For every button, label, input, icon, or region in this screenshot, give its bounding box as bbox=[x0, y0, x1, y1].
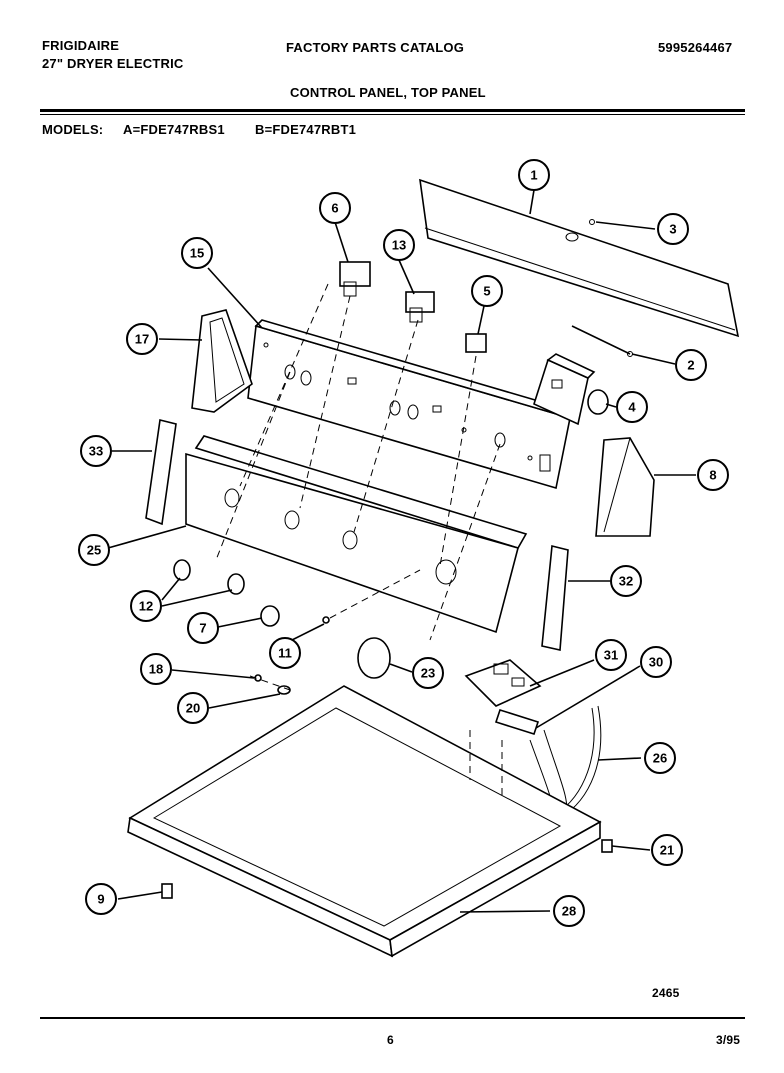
header-rule bbox=[40, 109, 745, 112]
svg-text:12: 12 bbox=[139, 599, 153, 614]
callout-28: 28 bbox=[553, 895, 585, 927]
svg-text:21: 21 bbox=[660, 843, 674, 858]
svg-text:15: 15 bbox=[190, 246, 204, 261]
svg-text:4: 4 bbox=[628, 400, 636, 415]
callout-9: 9 bbox=[85, 883, 117, 915]
callout-8: 8 bbox=[697, 459, 729, 491]
rear-panel-part bbox=[419, 178, 740, 338]
button-part-12a bbox=[173, 559, 191, 581]
spring-part-11 bbox=[322, 616, 330, 624]
callout-13: 13 bbox=[383, 229, 415, 261]
foot-part-9 bbox=[161, 883, 173, 899]
svg-text:11: 11 bbox=[278, 646, 292, 661]
callout-33: 31 bbox=[595, 639, 627, 671]
left-trim-part bbox=[145, 419, 177, 526]
callout-17: 17 bbox=[126, 323, 158, 355]
selector-switch-part bbox=[405, 291, 435, 323]
footer-rule bbox=[40, 1017, 745, 1019]
callout-6: 6 bbox=[319, 192, 351, 224]
svg-text:23: 23 bbox=[421, 666, 435, 681]
svg-text:18: 18 bbox=[149, 662, 163, 677]
svg-text:31: 31 bbox=[604, 648, 618, 663]
svg-text:26: 26 bbox=[653, 751, 667, 766]
callout-5: 5 bbox=[471, 275, 503, 307]
svg-text:25: 25 bbox=[87, 543, 101, 558]
callout-2: 2 bbox=[675, 349, 707, 381]
svg-text:30: 30 bbox=[649, 655, 663, 670]
knob-part-7 bbox=[260, 605, 280, 627]
callout-7: 7 bbox=[187, 612, 219, 644]
push-switch-part bbox=[339, 261, 371, 297]
console-part bbox=[185, 435, 528, 634]
rod-part bbox=[571, 325, 633, 357]
svg-text:7: 7 bbox=[199, 621, 206, 636]
catalog-title: FACTORY PARTS CATALOG bbox=[286, 40, 465, 55]
svg-text:5: 5 bbox=[483, 284, 490, 299]
product-name: 27" DRYER ELECTRIC bbox=[42, 56, 184, 71]
models-label: MODELS: bbox=[42, 122, 104, 137]
svg-text:32: 32 bbox=[619, 574, 633, 589]
svg-text:17: 17 bbox=[135, 332, 149, 347]
circuit-board-part bbox=[464, 659, 542, 707]
right-trim-part bbox=[541, 544, 569, 651]
svg-text:28: 28 bbox=[562, 904, 576, 919]
control-panel-part bbox=[247, 319, 578, 490]
timer-part bbox=[533, 353, 609, 426]
connector-part bbox=[494, 709, 540, 735]
knob-part-23 bbox=[357, 637, 391, 679]
assembly-lines bbox=[215, 283, 503, 800]
callout-15: 15 bbox=[181, 237, 213, 269]
svg-text:6: 6 bbox=[331, 201, 338, 216]
callout-11: 11 bbox=[269, 637, 301, 669]
header-rule-thin bbox=[40, 114, 745, 115]
callout-1: 1 bbox=[518, 159, 550, 191]
svg-text:13: 13 bbox=[392, 238, 406, 253]
callout-32: 30 bbox=[640, 646, 672, 678]
button-part-12b bbox=[227, 573, 245, 595]
date-code: 3/95 bbox=[716, 1033, 741, 1047]
top-panel-part bbox=[127, 685, 602, 958]
model-b: B=FDE747RBT1 bbox=[255, 122, 357, 137]
callout-23: 23 bbox=[412, 657, 444, 689]
callout-21: 21 bbox=[651, 834, 683, 866]
switch-part bbox=[465, 333, 487, 353]
leader-lines bbox=[107, 189, 696, 913]
callout-4: 4 bbox=[616, 391, 648, 423]
brand-name: FRIGIDAIRE bbox=[42, 38, 120, 53]
svg-text:8: 8 bbox=[709, 468, 716, 483]
callout-18: 18 bbox=[140, 653, 172, 685]
drawing-number: 2465 bbox=[652, 986, 680, 1000]
section-title: CONTROL PANEL, TOP PANEL bbox=[290, 85, 486, 100]
callout-20: 20 bbox=[177, 692, 209, 724]
callout-26: 26 bbox=[644, 742, 676, 774]
svg-text:9: 9 bbox=[97, 892, 104, 907]
clip-part-20 bbox=[277, 685, 291, 695]
svg-text:33: 33 bbox=[89, 444, 103, 459]
right-end-cap-part bbox=[595, 437, 655, 537]
callout-12: 12 bbox=[130, 590, 162, 622]
callout-25: 25 bbox=[78, 534, 110, 566]
svg-text:2: 2 bbox=[687, 358, 694, 373]
catalog-number: 5995264467 bbox=[658, 40, 733, 55]
svg-text:1: 1 bbox=[530, 168, 537, 183]
screw-part-21 bbox=[601, 839, 613, 853]
page-number: 6 bbox=[387, 1033, 394, 1047]
callout-31: 33 bbox=[80, 435, 112, 467]
svg-text:3: 3 bbox=[669, 222, 676, 237]
callout-30: 32 bbox=[610, 565, 642, 597]
callout-3: 3 bbox=[657, 213, 689, 245]
model-a: A=FDE747RBS1 bbox=[123, 122, 225, 137]
left-end-cap-part bbox=[191, 309, 253, 413]
svg-text:20: 20 bbox=[186, 701, 200, 716]
